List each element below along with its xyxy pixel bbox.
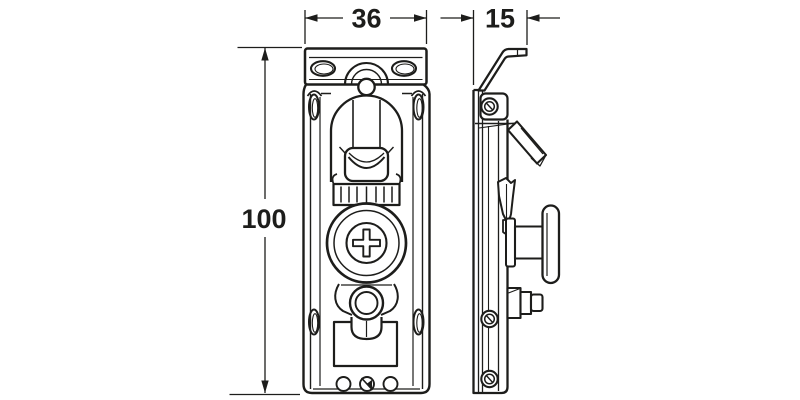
arrowhead-top — [261, 48, 269, 61]
cam-hole — [359, 376, 375, 392]
arrowhead-left — [305, 14, 318, 22]
claw-housing — [338, 146, 395, 183]
dome-inner-lines — [352, 100, 381, 148]
dimension-height: 100 — [229, 46, 302, 396]
screw-middle-icon — [480, 309, 499, 329]
dimension-height-label: 100 — [241, 204, 286, 234]
dimension-depth-label: 15 — [485, 4, 515, 34]
boss-steps — [506, 286, 544, 320]
flange-slot-bottom-right — [412, 308, 425, 336]
flange-slot-top-right — [412, 93, 425, 121]
body-outline — [302, 83, 431, 395]
extension-lines — [229, 46, 302, 396]
plate-slot-right — [390, 60, 418, 77]
plate-arch — [343, 61, 390, 85]
adjustment-wheel — [325, 202, 408, 284]
lower-bracket — [334, 283, 399, 316]
phillips-cross-icon — [352, 228, 381, 258]
side-plate — [472, 88, 502, 395]
arrowhead-right — [527, 14, 540, 22]
dimension-depth: 15 — [440, 4, 560, 85]
lower-boss — [348, 285, 385, 341]
screw-bottom-icon — [480, 369, 499, 389]
flange-slot-top-left — [308, 93, 320, 121]
flange-slot-bottom-left — [308, 308, 320, 336]
arrowhead-right — [414, 14, 427, 22]
dimension-width: 36 — [304, 4, 428, 44]
arrowhead-bottom — [261, 380, 269, 393]
side-body — [501, 119, 509, 395]
adjustment-knob — [505, 204, 561, 285]
screw-housing — [479, 92, 509, 121]
knob-stem — [513, 225, 545, 260]
hook — [477, 47, 528, 92]
side-view — [472, 47, 561, 395]
mounting-plate — [303, 47, 428, 86]
pivot-hole — [357, 77, 376, 97]
extension-lines — [304, 10, 428, 44]
dimension-width-label: 36 — [351, 4, 381, 34]
bottom-hole-left — [335, 376, 352, 392]
claw-arm — [475, 120, 548, 235]
arrowhead-left — [461, 14, 474, 22]
front-view — [302, 47, 431, 395]
body-fold-lines — [309, 92, 424, 389]
plate-slot-left — [309, 60, 337, 77]
extension-lines — [472, 10, 528, 85]
bottom-hole-right — [382, 376, 399, 392]
flange-curls — [306, 90, 427, 97]
